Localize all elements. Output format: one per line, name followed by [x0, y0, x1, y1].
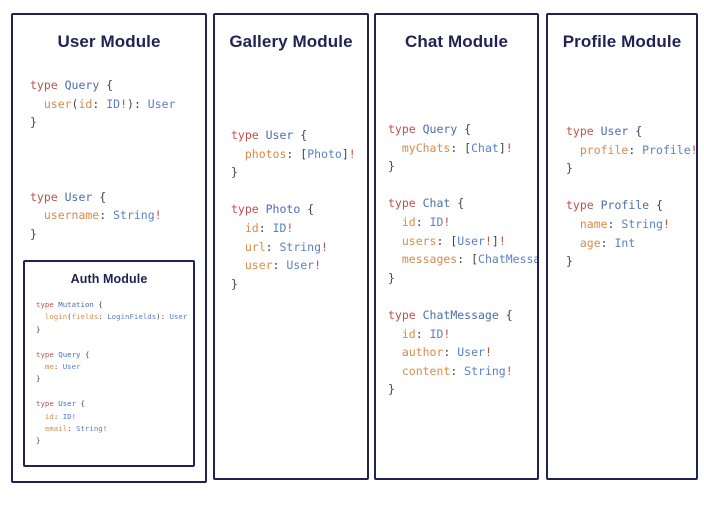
code-block-profile-module: type User { profile: Profile! } type Pro… [566, 124, 698, 269]
panel-gallery-module[interactable]: Gallery Module type User { photos: [Phot… [213, 13, 369, 480]
panel-profile-module[interactable]: Profile Module type User { profile: Prof… [546, 13, 698, 480]
panel-title-profile-module: Profile Module [562, 32, 682, 51]
code-block-gallery-module: type User { photos: [Photo]! } type Phot… [231, 128, 356, 291]
code-block-auth-module: type Mutation { login(fields: LoginField… [36, 300, 188, 446]
panel-title-gallery-module: Gallery Module [229, 32, 353, 51]
panel-title-chat-module: Chat Module [404, 32, 509, 51]
panel-title-auth-module: Auth Module [70, 272, 148, 286]
panel-user-module[interactable]: User Module type Query { user(id: ID!): … [11, 13, 207, 483]
code-block-user-module: type Query { user(id: ID!): User } type … [30, 78, 176, 241]
panel-auth-module[interactable]: Auth Module type Mutation { login(fields… [23, 260, 195, 467]
code-block-chat-module: type Query { myChats: [Chat]! } type Cha… [388, 122, 537, 397]
panel-chat-module[interactable]: Chat Module type Query { myChats: [Chat]… [374, 13, 539, 480]
panel-title-user-module: User Module [57, 32, 161, 51]
